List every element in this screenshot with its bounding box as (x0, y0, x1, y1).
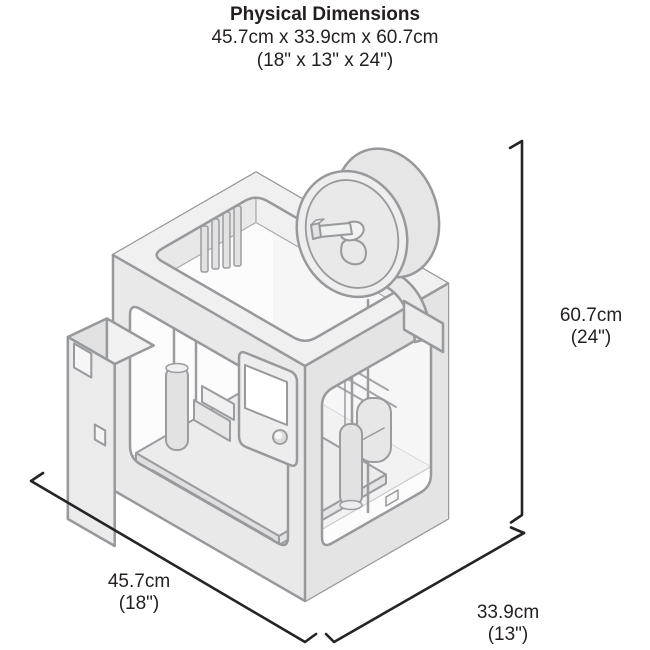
lcd-control-panel (237, 350, 299, 467)
width-dimension-line (29, 471, 318, 644)
spool-axle (317, 222, 353, 238)
dimension-lines (29, 139, 526, 644)
height-dimension-label: 60.7cm (24") (560, 305, 622, 349)
dimensions-metric: 45.7cm x 33.9cm x 60.7cm (211, 27, 439, 48)
extruder (356, 397, 392, 463)
z-motor-right (339, 423, 363, 511)
filament-spool (295, 147, 445, 354)
dimensions-imperial: (18" x 13" x 24") (256, 50, 394, 71)
lcd-screen (244, 364, 288, 426)
title-block: Physical Dimensions 45.7cm x 33.9cm x 60… (0, 3, 650, 72)
height-imperial: (24") (570, 327, 612, 348)
side-compartment (66, 317, 155, 548)
depth-imperial: (13") (487, 624, 529, 645)
width-dimension-label: 45.7cm (18") (108, 571, 170, 615)
width-imperial: (18") (118, 593, 160, 614)
depth-dimension-line (324, 526, 526, 644)
depth-dimension-label: 33.9cm (13") (477, 602, 539, 646)
height-metric: 60.7cm (559, 305, 623, 326)
width-metric: 45.7cm (107, 571, 171, 592)
spool-bracket-mount (402, 299, 445, 354)
page-title: Physical Dimensions (229, 4, 421, 25)
z-motor-left (165, 362, 235, 451)
depth-metric: 33.9cm (476, 602, 540, 623)
height-dimension-line (508, 139, 524, 524)
